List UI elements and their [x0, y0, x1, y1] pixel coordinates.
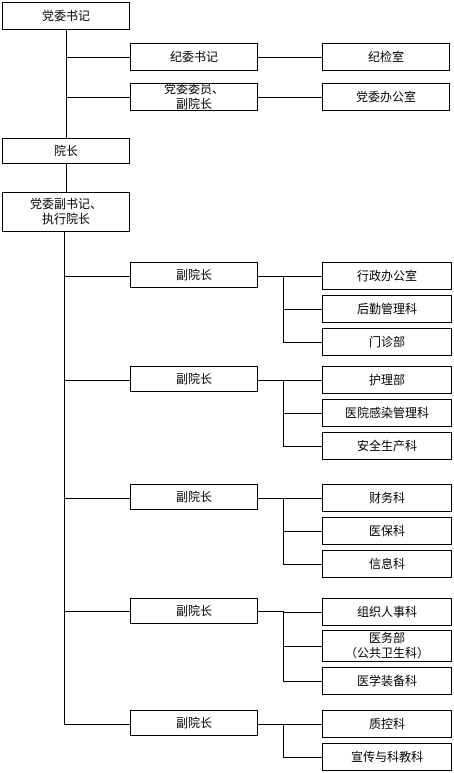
party-secretary-box-label: 党委书记: [41, 8, 90, 23]
connector-line: [283, 380, 322, 381]
committee-member-box-label: 党委委员、: [163, 82, 224, 96]
connector-line: [66, 30, 67, 138]
connector-line: [283, 446, 322, 447]
department-box: 安全生产科: [322, 432, 452, 460]
discipline-office-box-label: 纪检室: [367, 49, 404, 64]
connector-line: [66, 97, 130, 98]
department-box-label: 护理部: [368, 372, 405, 387]
department-box: 医保科: [322, 517, 452, 545]
president-box-label: 院长: [53, 143, 78, 158]
department-box-label: 后勤管理科: [356, 301, 417, 316]
vice-president-box-label: 副院长: [175, 371, 212, 386]
department-box: 信息科: [322, 550, 452, 578]
connector-line: [283, 724, 322, 725]
vice-president-box-label: 副院长: [175, 267, 212, 282]
vice-president-box: 副院长: [130, 710, 258, 736]
vice-president-box-label: 副院长: [175, 715, 212, 730]
discipline-secretary-box: 纪委书记: [130, 43, 258, 71]
executive-box-label: 党委副书记、: [29, 197, 102, 211]
vice-president-box: 副院长: [130, 484, 258, 510]
department-box: 组织人事科: [322, 598, 452, 626]
connector-line: [64, 724, 130, 725]
discipline-office-box: 纪检室: [322, 43, 450, 71]
discipline-secretary-box-label: 纪委书记: [169, 49, 218, 64]
department-box: 财务科: [322, 484, 452, 512]
department-box: 宣传与科教科: [322, 743, 452, 771]
connector-line: [258, 97, 322, 98]
department-box: 护理部: [322, 366, 452, 394]
connector-line: [283, 309, 322, 310]
connector-line: [258, 276, 283, 277]
connector-line: [283, 276, 322, 277]
executive-box-label: 执行院长: [41, 212, 90, 226]
executive-box: 党委副书记、执行院长: [2, 192, 130, 232]
committee-member-box: 党委委员、副院长: [130, 82, 258, 111]
connector-line: [283, 498, 322, 499]
department-box-label: 医学装备科: [356, 673, 417, 688]
department-box-label: 医院感染管理科: [344, 405, 429, 420]
department-box-label: 医务部: [368, 631, 405, 645]
connector-line: [283, 531, 322, 532]
connector-line: [283, 646, 322, 647]
connector-line: [283, 724, 284, 758]
vice-president-box-label: 副院长: [175, 603, 212, 618]
department-box-label: 质控科: [368, 716, 405, 731]
connector-line: [283, 564, 322, 565]
vice-president-box-label: 副院长: [175, 489, 212, 504]
connector-line: [64, 498, 130, 499]
department-box-label: 行政办公室: [356, 268, 417, 283]
connector-line: [283, 413, 322, 414]
connector-line: [283, 757, 322, 758]
connector-line: [258, 380, 283, 381]
connector-line: [258, 498, 283, 499]
department-box-label: 安全生产科: [356, 438, 417, 453]
vice-president-box: 副院长: [130, 262, 258, 288]
party-office-box-label: 党委办公室: [355, 89, 416, 104]
vice-president-box: 副院长: [130, 366, 258, 392]
connector-line: [64, 380, 130, 381]
connector-line: [258, 611, 283, 612]
department-box: 行政办公室: [322, 262, 452, 290]
connector-line: [66, 164, 67, 192]
department-box: 医学装备科: [322, 667, 452, 695]
department-box: 医院感染管理科: [322, 399, 452, 427]
vice-president-box: 副院长: [130, 598, 258, 624]
connector-line: [64, 611, 130, 612]
department-box-label: 财务科: [368, 490, 405, 505]
connector-line: [258, 724, 283, 725]
department-box-label: （公共卫生科）: [344, 646, 429, 660]
department-box-label: 组织人事科: [356, 604, 417, 619]
party-secretary-box: 党委书记: [2, 2, 130, 30]
department-box-label: 门诊部: [368, 334, 405, 349]
connector-line: [283, 612, 322, 613]
department-box-label: 宣传与科教科: [350, 749, 423, 764]
connector-line: [64, 276, 130, 277]
department-box: 医务部（公共卫生科）: [322, 630, 452, 662]
department-box-label: 医保科: [368, 523, 405, 538]
party-office-box: 党委办公室: [322, 83, 450, 111]
connector-line: [258, 57, 322, 58]
connector-line: [64, 232, 65, 725]
connector-line: [66, 57, 130, 58]
department-box: 后勤管理科: [322, 295, 452, 323]
president-box: 院长: [2, 138, 130, 164]
committee-member-box-label: 副院长: [175, 97, 212, 111]
department-box-label: 信息科: [368, 556, 405, 571]
department-box: 门诊部: [322, 328, 452, 356]
connector-line: [283, 681, 322, 682]
department-box: 质控科: [322, 710, 452, 738]
connector-line: [283, 342, 322, 343]
